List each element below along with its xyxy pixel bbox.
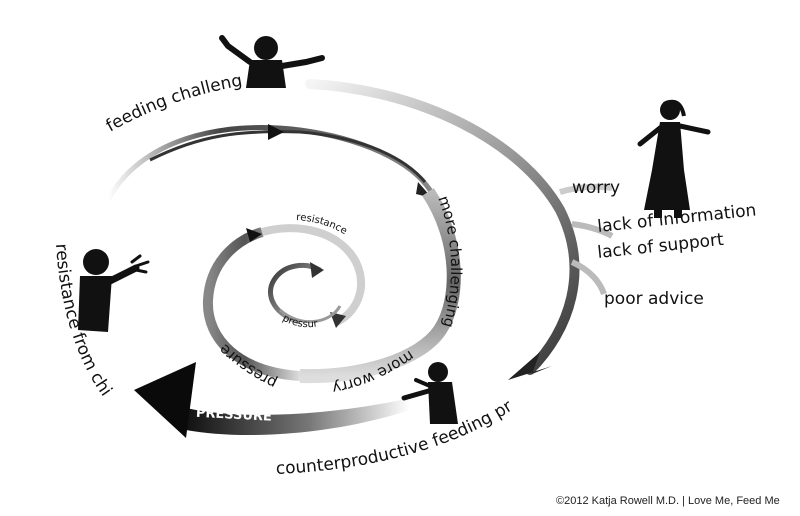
child-raised-arms-icon <box>219 35 325 88</box>
influence-arrow <box>305 79 614 380</box>
arrowhead-top <box>268 124 284 140</box>
credit-line: ©2012 Katja Rowell M.D. | Love Me, Feed … <box>556 495 780 507</box>
arrowhead-innermost <box>310 262 324 278</box>
label-poor-advice: poor advice <box>604 289 704 309</box>
label-worry: worry <box>572 178 620 198</box>
outer-spiral <box>105 124 461 384</box>
influence-arrowhead <box>508 352 552 380</box>
woman-silhouette-icon <box>637 99 711 218</box>
label-feeding-challenge: feeding challenge <box>0 0 244 136</box>
arrowhead-inner-left <box>246 228 262 242</box>
pressure-arrowhead <box>134 362 196 438</box>
adult-pushing-icon <box>401 362 458 424</box>
child-refusing-icon <box>78 249 150 332</box>
pressure-arrow: PRESSURE <box>134 362 410 438</box>
arrowhead-inner-right <box>330 312 346 328</box>
label-resistance-from-child: resistance from child <box>0 0 116 400</box>
pressure-arrow-label: PRESSURE <box>196 406 273 425</box>
